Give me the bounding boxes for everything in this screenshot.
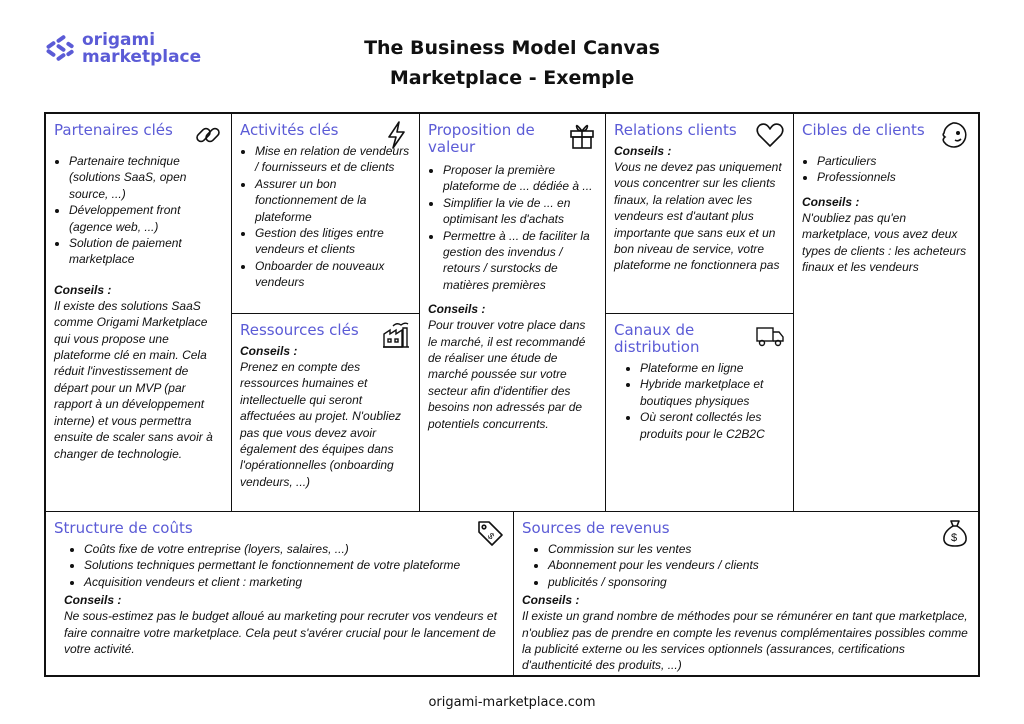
gift-icon <box>570 124 594 149</box>
logo-line1: origami <box>82 30 156 50</box>
list-item: publicités / sponsoring <box>548 574 970 590</box>
footer-url: origami-marketplace.com <box>428 695 596 710</box>
list-item: Hybride marketplace et boutiques physiqu… <box>640 376 785 409</box>
list-item: Plateforme en ligne <box>640 360 785 376</box>
conseils-text: Prenez en compte des ressources humaines… <box>240 360 402 489</box>
list-item: Abonnement pour les vendeurs / clients <box>548 557 970 573</box>
link-icon <box>196 127 220 143</box>
list-item: Commission sur les ventes <box>548 541 970 557</box>
list-item: Solution de paiement marketplace <box>69 235 223 268</box>
list-item: Particuliers <box>817 153 970 169</box>
list-item: Mise en relation de vendeurs / fournisse… <box>255 143 411 176</box>
heading: Canaux de distribution <box>614 321 700 356</box>
list: Particuliers Professionnels <box>802 153 970 186</box>
price-tag-icon: $ <box>478 521 503 546</box>
list: Coûts fixe de votre entreprise (loyers, … <box>54 541 505 590</box>
title-line1: The Business Model Canvas <box>364 37 660 59</box>
list-item: Simplifier la vie de ... en optimisant l… <box>443 195 597 228</box>
conseils-label: Conseils : <box>522 593 580 608</box>
list: Mise en relation de vendeurs / fournisse… <box>240 143 411 291</box>
list-item: Acquisition vendeurs et client : marketi… <box>84 574 505 590</box>
list-item: Professionnels <box>817 169 970 185</box>
list-item: Coûts fixe de votre entreprise (loyers, … <box>84 541 505 557</box>
conseils-label: Conseils : <box>614 144 672 158</box>
logo: origami marketplace <box>44 32 201 66</box>
conseils-section: Conseils : Ne sous-estimez pas le budget… <box>54 592 505 657</box>
logo-wordmark: origami marketplace <box>82 32 201 66</box>
list-item: Développement front (agence web, ...) <box>69 202 223 235</box>
smiley-icon <box>942 122 967 148</box>
factory-icon <box>383 322 409 348</box>
heading: Relations clients <box>614 121 737 139</box>
list-item: Gestion des litiges entre vendeurs et cl… <box>255 225 411 258</box>
block-activites-cles: Activités clés Mise en relation de vende… <box>232 114 420 314</box>
heading: Proposition de valeur <box>428 121 535 156</box>
heading: Partenaires clés <box>54 121 173 139</box>
heading: Ressources clés <box>240 321 359 339</box>
conseils-text: Il existe un grand nombre de méthodes po… <box>522 609 968 673</box>
heading: Activités clés <box>240 121 339 139</box>
conseils-label: Conseils : <box>240 344 298 358</box>
block-canaux-de-distribution: Canaux de distribution Plateforme en lig… <box>606 314 794 512</box>
title-line2: Marketplace - Exemple <box>389 67 635 89</box>
truck-icon <box>756 327 784 347</box>
list: Plateforme en ligne Hybride marketplace … <box>614 360 785 442</box>
conseils-label: Conseils : <box>802 194 860 209</box>
svg-text:$: $ <box>486 531 497 542</box>
conseils-text: Vous ne devez pas uniquement vous concen… <box>614 160 782 273</box>
list-item: Assurer un bon fonctionnement de la plat… <box>255 176 411 225</box>
list: Proposer la première plateforme de ... d… <box>428 162 597 293</box>
svg-text:$: $ <box>951 532 957 544</box>
list-item: Où seront collectés les produits pour le… <box>640 409 785 442</box>
list-item: Onboarder de nouveaux vendeurs <box>255 258 411 291</box>
origami-logo-icon <box>46 35 74 61</box>
page-title: The Business Model Canvas Marketplace - … <box>300 33 724 93</box>
block-ressources-cles: Ressources clés Conseils : Prenez en com… <box>232 314 420 512</box>
conseils-text: Il existe des solutions SaaS comme Origa… <box>54 298 213 461</box>
heart-icon <box>756 123 784 147</box>
block-structure-de-couts: $ Structure de coûts Coûts fixe de votre… <box>46 512 514 675</box>
lightning-icon <box>388 121 405 149</box>
block-sources-de-revenus: $ Sources de revenus Commission sur les … <box>514 512 978 675</box>
conseils-text: Ne sous-estimez pas le budget alloué au … <box>64 609 497 657</box>
conseils-label: Conseils : <box>428 302 486 317</box>
conseils-label: Conseils : <box>64 593 122 608</box>
list-item: Proposer la première plateforme de ... d… <box>443 162 597 195</box>
money-bag-icon: $ <box>943 520 967 547</box>
heading: Cibles de clients <box>802 121 925 139</box>
list-item: Permettre à ... de faciliter la gestion … <box>443 228 597 294</box>
block-proposition-de-valeur: Proposition de valeur Proposer la premiè… <box>420 114 606 512</box>
logo-line2: marketplace <box>82 47 202 67</box>
conseils-text: Pour trouver votre place dans le marché,… <box>428 318 586 431</box>
heading: Sources de revenus <box>522 519 670 537</box>
conseils-text: N'oubliez pas qu'en marketplace, vous av… <box>802 210 967 275</box>
block-partenaires-cles: Partenaires clés Partenaire technique (s… <box>46 114 232 512</box>
conseils-label: Conseils : <box>54 282 112 297</box>
block-cibles-de-clients: Cibles de clients Particuliers Professio… <box>794 114 978 512</box>
block-relations-clients: Relations clients Conseils : Vous ne dev… <box>606 114 794 314</box>
business-model-canvas: Partenaires clés Partenaire technique (s… <box>44 112 980 677</box>
list-item: Solutions techniques permettant le fonct… <box>84 557 505 573</box>
heading: Structure de coûts <box>54 519 193 537</box>
list-item: Partenaire technique (solutions SaaS, op… <box>69 153 223 202</box>
list: Partenaire technique (solutions SaaS, op… <box>54 153 223 268</box>
list: Commission sur les ventes Abonnement pou… <box>522 541 970 590</box>
